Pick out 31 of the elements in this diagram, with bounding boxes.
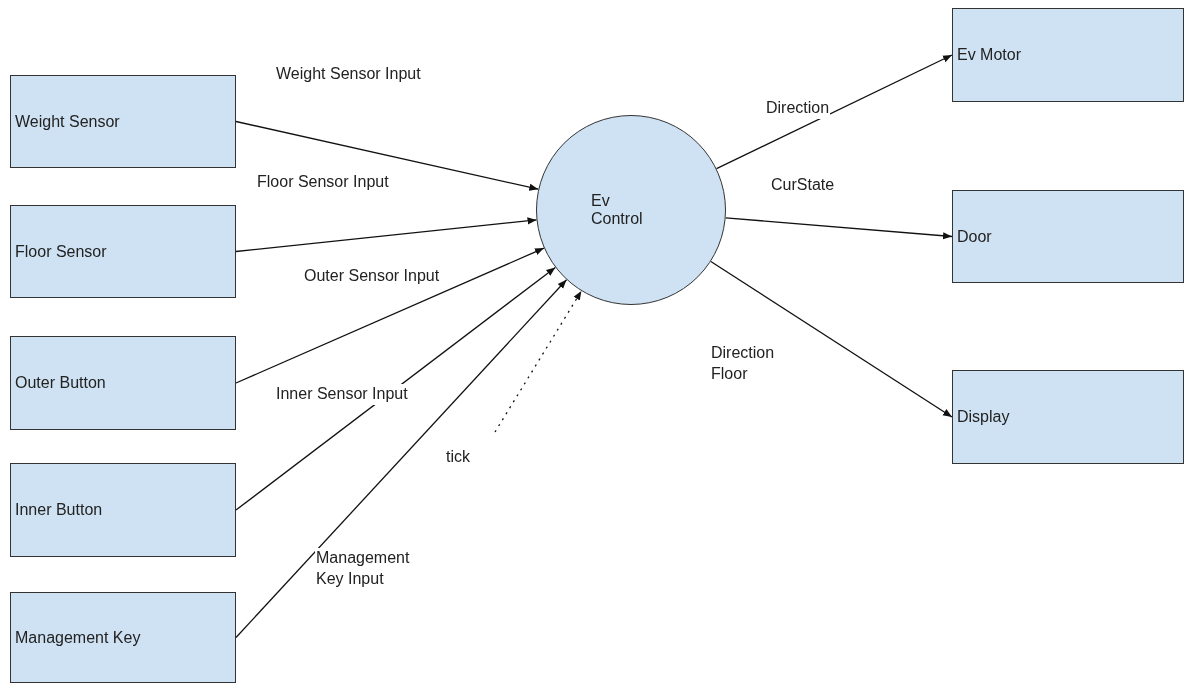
entity-box [952, 8, 1184, 102]
node-label: Door [957, 227, 992, 246]
arrow [235, 279, 568, 639]
arrow [715, 54, 953, 170]
entity-box [10, 336, 236, 430]
arrow [494, 290, 582, 433]
edge-label: Direction [765, 98, 831, 119]
edge-label: Outer Sensor Input [303, 266, 441, 287]
edge-label: Floor Sensor Input [256, 172, 390, 193]
arrow [710, 260, 953, 418]
node-label: Weight Sensor [15, 112, 120, 131]
node-label: Ev Control [591, 192, 644, 228]
entity-box [10, 205, 236, 298]
arrow [725, 217, 953, 240]
entity-box [10, 592, 236, 683]
node-label: Floor Sensor [15, 242, 107, 261]
node-label: Outer Button [15, 374, 106, 392]
arrow [235, 217, 538, 253]
node-label: Inner Button [15, 501, 103, 519]
entity-box [10, 75, 236, 168]
arrow [235, 247, 545, 384]
node-label: Ev Motor [957, 46, 1021, 64]
arrow [235, 120, 539, 191]
entity-box [10, 463, 236, 557]
edge-label: Inner Sensor Input [275, 384, 409, 405]
entity-box [952, 370, 1184, 464]
entity-box [952, 190, 1184, 283]
arrow [235, 266, 556, 511]
node-label: Display [957, 408, 1010, 426]
edge-label: Weight Sensor Input [275, 64, 422, 85]
node-label: Management Key [15, 628, 141, 647]
